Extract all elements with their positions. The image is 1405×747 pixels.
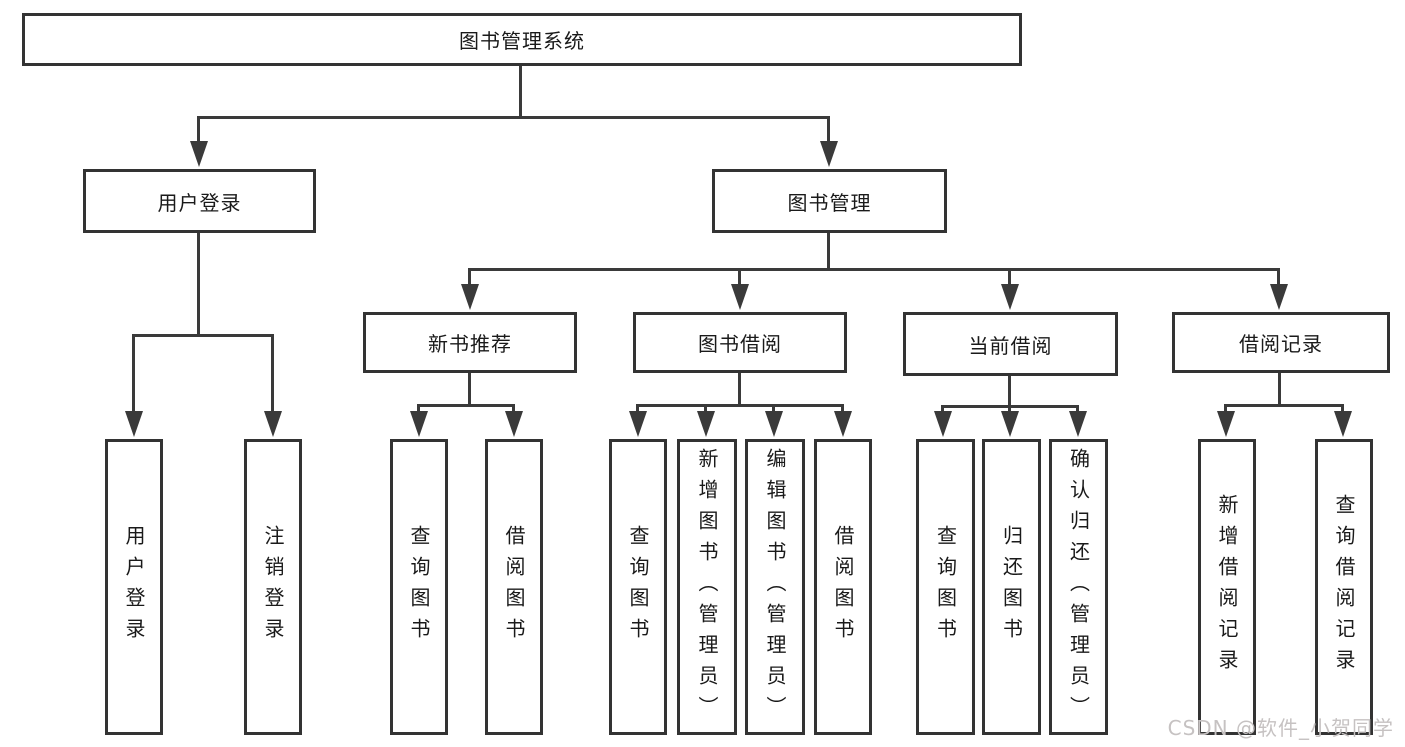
node-label-borrowing-records: 借阅记录: [1239, 332, 1323, 356]
connector-line-vertical: [132, 336, 135, 415]
connector-line-horizontal: [1224, 404, 1344, 407]
node-label-bb-query-books: 查询图书: [626, 525, 650, 649]
arrow-down-icon: [1270, 284, 1288, 310]
node-login: 用户登录: [105, 439, 163, 735]
arrow-down-icon: [1001, 284, 1019, 310]
node-label-nb-query-books: 查询图书: [407, 525, 431, 649]
connector-line-vertical: [738, 373, 741, 406]
node-label-current-borrowing: 当前借阅: [968, 333, 1053, 358]
node-cb-confirm-return-admin: 确认归还（管理员）: [1049, 439, 1108, 735]
connector-line-vertical: [1278, 373, 1281, 406]
node-new-book-recommendation: 新书推荐: [363, 312, 577, 373]
node-bb-query-books: 查询图书: [609, 439, 667, 735]
arrow-down-icon: [410, 411, 428, 437]
connector-line-vertical: [772, 406, 775, 415]
connector-line-vertical: [417, 406, 420, 415]
connector-line-horizontal: [132, 334, 274, 337]
connector-line-vertical: [1341, 406, 1344, 415]
connector-line-vertical: [512, 406, 515, 415]
connector-line-vertical: [827, 233, 830, 270]
connector-line-vertical: [197, 233, 200, 336]
node-label-bb-add-books-admin: 新增图书（管理员）: [695, 447, 719, 727]
node-cb-query-books: 查询图书: [916, 439, 975, 735]
node-logout: 注销登录: [244, 439, 302, 735]
connector-line-vertical: [197, 118, 200, 145]
arrow-down-icon: [461, 284, 479, 310]
node-cb-return-books: 归还图书: [982, 439, 1041, 735]
node-br-add-record: 新增借阅记录: [1198, 439, 1256, 735]
node-label-book-borrowing: 图书借阅: [698, 332, 782, 356]
arrow-down-icon: [264, 411, 282, 437]
node-current-borrowing: 当前借阅: [903, 312, 1118, 376]
arrow-down-icon: [1001, 411, 1019, 437]
node-label-user-login: 用户登录: [157, 190, 242, 215]
arrow-down-icon: [765, 411, 783, 437]
connector-line-vertical: [468, 373, 471, 406]
node-borrowing-records: 借阅记录: [1172, 312, 1390, 373]
node-library-system: 图书管理系统: [22, 13, 1022, 66]
connector-line-vertical: [1008, 270, 1011, 288]
node-nb-query-books: 查询图书: [390, 439, 448, 735]
node-br-query-record: 查询借阅记录: [1315, 439, 1373, 735]
connector-line-vertical: [1277, 270, 1280, 288]
arrow-down-icon: [125, 411, 143, 437]
arrow-down-icon: [834, 411, 852, 437]
connector-line-horizontal: [468, 268, 1280, 271]
connector-line-vertical: [738, 270, 741, 288]
node-label-book-management: 图书管理: [787, 190, 872, 215]
arrow-down-icon: [934, 411, 952, 437]
node-label-cb-return-books: 归还图书: [999, 525, 1024, 649]
node-label-logout: 注销登录: [261, 525, 285, 649]
arrow-down-icon: [1069, 411, 1087, 437]
connector-line-vertical: [636, 406, 639, 415]
node-label-cb-query-books: 查询图书: [933, 525, 958, 649]
node-label-bb-borrow-books: 借阅图书: [831, 525, 855, 649]
connector-line-vertical: [468, 270, 471, 288]
node-nb-borrow-books: 借阅图书: [485, 439, 543, 735]
arrow-down-icon: [1217, 411, 1235, 437]
arrow-down-icon: [629, 411, 647, 437]
node-label-bb-edit-books-admin: 编辑图书（管理员）: [763, 447, 787, 727]
connector-line-vertical: [1224, 406, 1227, 415]
connector-line-vertical: [704, 406, 707, 415]
node-label-cb-confirm-return-admin: 确认归还（管理员）: [1066, 447, 1091, 727]
node-label-library-system: 图书管理系统: [459, 29, 585, 53]
node-user-login: 用户登录: [83, 169, 316, 233]
arrow-down-icon: [731, 284, 749, 310]
connector-line-horizontal: [941, 405, 1079, 408]
node-label-login: 用户登录: [122, 525, 146, 649]
connector-line-vertical: [827, 118, 830, 145]
node-label-new-book-recommendation: 新书推荐: [428, 332, 512, 356]
node-label-nb-borrow-books: 借阅图书: [502, 525, 526, 649]
arrow-down-icon: [820, 141, 838, 167]
watermark: CSDN @软件_小贺同学: [1167, 716, 1394, 740]
node-bb-add-books-admin: 新增图书（管理员）: [677, 439, 737, 735]
connector-line-vertical: [519, 66, 522, 118]
node-label-br-query-record: 查询借阅记录: [1332, 494, 1356, 680]
node-book-borrowing: 图书借阅: [633, 312, 847, 373]
connector-line-vertical: [271, 336, 274, 415]
arrow-down-icon: [1334, 411, 1352, 437]
node-bb-borrow-books: 借阅图书: [814, 439, 872, 735]
arrow-down-icon: [697, 411, 715, 437]
node-label-br-add-record: 新增借阅记录: [1215, 494, 1239, 680]
arrow-down-icon: [190, 141, 208, 167]
node-book-management: 图书管理: [712, 169, 947, 233]
connector-line-horizontal: [636, 404, 844, 407]
connector-line-vertical: [1008, 376, 1011, 407]
node-bb-edit-books-admin: 编辑图书（管理员）: [745, 439, 805, 735]
arrow-down-icon: [505, 411, 523, 437]
connector-line-horizontal: [197, 116, 830, 119]
connector-line-horizontal: [417, 404, 515, 407]
connector-line-vertical: [841, 406, 844, 415]
